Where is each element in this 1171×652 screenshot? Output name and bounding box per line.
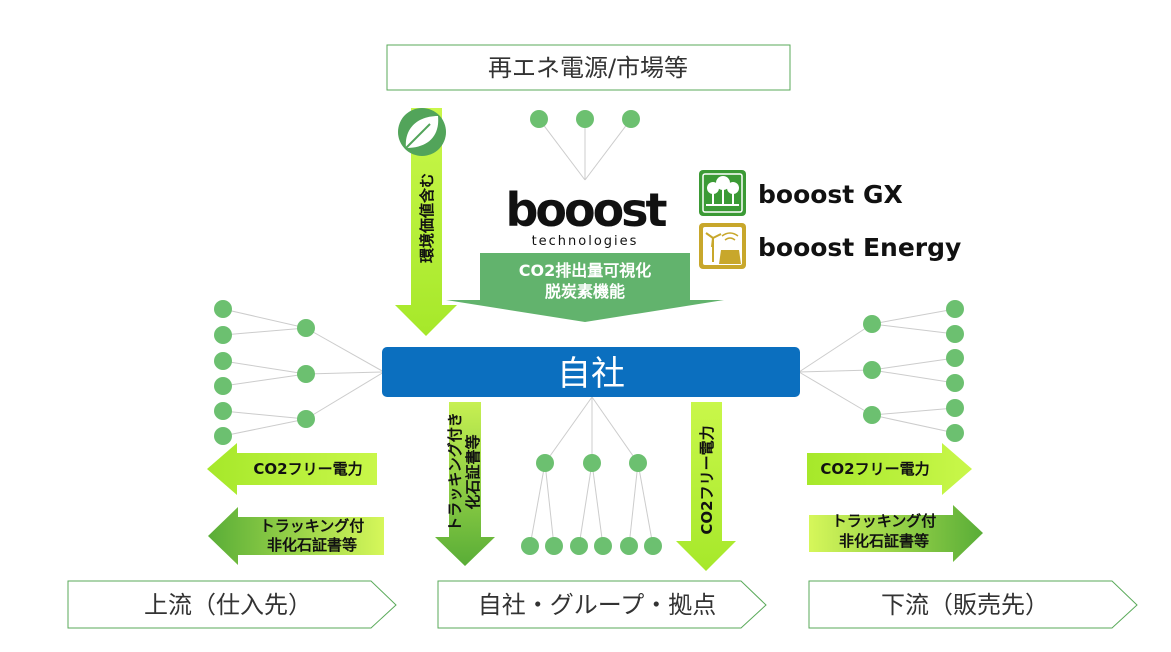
node <box>545 537 563 555</box>
mid-tracking-label-1: トラッキング付き <box>446 412 464 532</box>
left-tracking-arrow: トラッキング付 非化石証書等 <box>208 507 384 565</box>
solar-wind-icon <box>699 223 746 269</box>
mid-tracking-label-2: 化石証書等 <box>464 434 482 509</box>
node <box>214 352 232 370</box>
mid-tracking-arrow: トラッキング付き 化石証書等 <box>435 402 495 566</box>
node <box>521 537 539 555</box>
upstream-label: 上流（仕入先） <box>144 591 312 619</box>
node <box>946 300 964 318</box>
left-tracking-label-1: トラッキング付 <box>260 517 365 535</box>
right-tracking-label-2: 非化石証書等 <box>839 532 929 550</box>
top-source-label: 再エネ電源/市場等 <box>488 54 688 82</box>
node <box>297 410 315 428</box>
environmental-value-label: 環境価値含む <box>418 173 436 263</box>
node <box>214 326 232 344</box>
booost-wordmark: booost <box>505 183 666 237</box>
booost-gx-text: booost GX <box>758 180 903 209</box>
downstream-node-tree <box>798 300 964 442</box>
technologies-text: technologies <box>532 234 639 249</box>
node <box>214 402 232 420</box>
mid-co2-arrow: CO2フリー電力 <box>676 402 736 571</box>
downstream-box: 下流（販売先） <box>808 580 1138 629</box>
node <box>946 374 964 392</box>
right-co2-label: CO2フリー電力 <box>820 460 929 478</box>
node <box>530 110 548 128</box>
node <box>863 315 881 333</box>
top-source-box: 再エネ電源/市場等 <box>386 44 791 91</box>
right-tracking-arrow: トラッキング付 非化石証書等 <box>809 505 983 562</box>
node <box>622 110 640 128</box>
node <box>297 365 315 383</box>
company-box: 自社 <box>382 347 800 397</box>
upstream-node-tree <box>214 300 385 445</box>
node <box>297 319 315 337</box>
group-box: 自社・グループ・拠点 <box>437 580 767 629</box>
trees-icon <box>699 170 746 216</box>
node <box>594 537 612 555</box>
node <box>946 325 964 343</box>
node <box>214 300 232 318</box>
left-co2-arrow: CO2フリー電力 <box>207 443 377 495</box>
leaf-icon <box>398 108 446 156</box>
left-tracking-label-2: 非化石証書等 <box>267 536 357 554</box>
right-tracking-label-1: トラッキング付 <box>832 512 937 530</box>
co2-visualization-label: CO2排出量可視化 <box>519 261 651 280</box>
node <box>620 537 638 555</box>
node <box>863 361 881 379</box>
booost-function-arrow: CO2排出量可視化 脱炭素機能 <box>446 253 724 322</box>
top-node-tree <box>530 110 640 181</box>
decarbonization-label: 脱炭素機能 <box>545 282 625 301</box>
upstream-box: 上流（仕入先） <box>67 580 397 629</box>
company-label: 自社 <box>557 354 625 394</box>
node <box>644 537 662 555</box>
node <box>863 406 881 424</box>
left-co2-label: CO2フリー電力 <box>253 460 362 478</box>
booost-gx-brand: booost GX <box>699 170 903 216</box>
group-node-tree <box>521 396 662 555</box>
node <box>576 110 594 128</box>
node <box>946 399 964 417</box>
node <box>536 454 554 472</box>
node <box>583 454 601 472</box>
mid-co2-label: CO2フリー電力 <box>698 425 716 534</box>
node <box>629 454 647 472</box>
right-co2-arrow: CO2フリー電力 <box>807 443 972 495</box>
node <box>946 424 964 442</box>
booost-technologies-logo: booost technologies <box>505 183 669 249</box>
environmental-value-arrow: 環境価値含む <box>395 108 457 336</box>
node <box>214 427 232 445</box>
booost-energy-text: booost Energy <box>758 233 961 262</box>
booost-energy-brand: booost Energy <box>699 223 961 269</box>
node <box>214 377 232 395</box>
node <box>946 349 964 367</box>
group-label: 自社・グループ・拠点 <box>478 591 717 619</box>
downstream-label: 下流（販売先） <box>881 591 1049 619</box>
node <box>570 537 588 555</box>
